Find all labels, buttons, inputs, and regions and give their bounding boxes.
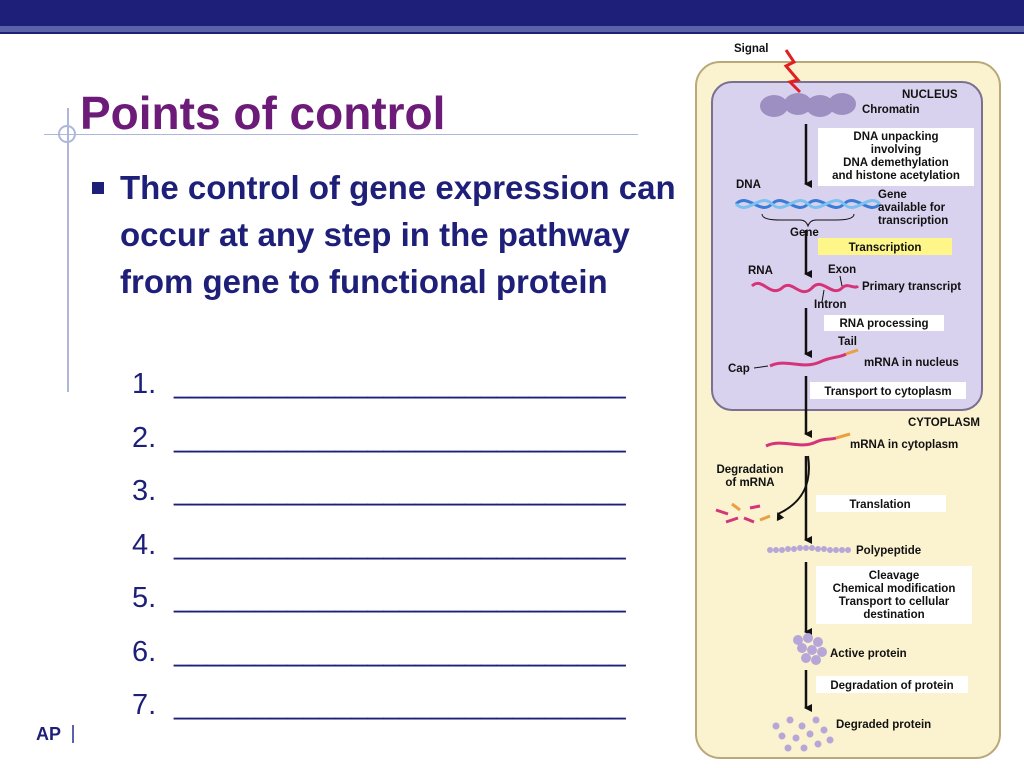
signal-label: Signal — [734, 43, 769, 55]
slide-title: Points of control — [80, 87, 446, 139]
dna-helix-icon — [734, 199, 882, 209]
transport-cytoplasm-box — [810, 382, 966, 399]
item-number: 3. — [132, 475, 157, 507]
intron-label: Intron — [814, 299, 847, 311]
degradation-mrna-line-1: Degradation — [716, 464, 783, 476]
primary-transcript-label: Primary transcript — [862, 281, 961, 293]
mrna-cytoplasm-strand — [765, 436, 837, 448]
gene-available-line-2: available for — [878, 202, 946, 214]
exon-pointer — [839, 275, 843, 287]
dna-unpacking-line-3: DNA demethylation — [843, 157, 949, 169]
translation-label: Translation — [849, 499, 910, 511]
signal-bolt-icon — [783, 49, 802, 94]
degraded-protein-label: Degraded protein — [836, 719, 931, 731]
answer-blank: ____________________________ — [174, 635, 626, 668]
footer-separator — [72, 725, 74, 743]
transport-cytoplasm-label: Transport to cytoplasm — [824, 386, 951, 398]
tail-strand — [845, 348, 859, 356]
gene-available-line-1: Gene — [878, 189, 907, 201]
item-number: 1. — [132, 368, 157, 400]
modification-line-1: Cleavage — [869, 570, 920, 582]
gene-expression-diagram: Signal NUCLEUS Chromatin DNA unpacking i… — [695, 43, 1001, 759]
answer-blank: ____________________________ — [174, 421, 626, 454]
dna-label: DNA — [736, 179, 761, 191]
polypeptide-chain-icon — [767, 545, 851, 553]
item-number: 2. — [132, 421, 157, 454]
list-item: 2. ____________________________ — [132, 420, 626, 474]
transcription-box — [818, 238, 952, 255]
translation-box — [816, 495, 946, 512]
rna-processing-label: RNA processing — [839, 318, 928, 330]
modification-line-2: Chemical modification — [833, 583, 956, 595]
mrna-nucleus-strand — [769, 352, 847, 368]
degraded-mrna-fragments-icon — [715, 502, 771, 524]
answer-blank: ____________________________ — [174, 475, 626, 507]
numbered-list: 1. ____________________________ 2. _______… — [132, 366, 626, 741]
answer-blank: ____________________________ — [174, 528, 626, 561]
list-item: 3. ____________________________ — [132, 473, 626, 527]
answer-blank: ____________________________ — [174, 368, 626, 400]
rna-label: RNA — [748, 265, 773, 277]
degraded-protein-icon — [772, 716, 834, 752]
active-protein-icon — [793, 633, 827, 665]
mrna-cytoplasm-label: mRNA in cytoplasm — [850, 439, 958, 451]
tail-label: Tail — [838, 336, 857, 348]
chromatin-icon — [760, 93, 856, 117]
transcription-label: Transcription — [849, 242, 922, 254]
cytoplasm-label: CYTOPLASM — [908, 417, 980, 429]
modification-line-3: Transport to cellular — [839, 596, 950, 608]
list-item: 6. ____________________________ — [132, 634, 626, 688]
cap-pointer — [753, 365, 769, 369]
gene-label: Gene — [790, 227, 819, 239]
rna-processing-box — [824, 315, 944, 331]
bullet-text: The control of gene expression can occur… — [120, 169, 676, 300]
item-number: 4. — [132, 528, 157, 561]
dna-unpacking-line-1: DNA unpacking — [853, 131, 938, 143]
modification-box — [816, 566, 972, 624]
arrow-mrna-degradation — [776, 455, 810, 522]
top-stripe — [0, 26, 1024, 32]
chromatin-label: Chromatin — [862, 104, 920, 116]
intron-pointer — [821, 289, 825, 303]
degradation-protein-box — [816, 676, 968, 693]
dna-unpacking-box — [818, 128, 974, 186]
answer-blank: ____________________________ — [174, 689, 626, 721]
decorative-horizontal-line — [44, 134, 638, 135]
gene-bracket — [761, 213, 855, 228]
exon-label: Exon — [828, 264, 856, 276]
gene-available-line-3: transcription — [878, 215, 948, 227]
dna-unpacking-line-2: involving — [871, 144, 921, 156]
answer-blank: ____________________________ — [174, 582, 626, 614]
mrna-nucleus-label: mRNA in nucleus — [864, 357, 959, 369]
polypeptide-label: Polypeptide — [856, 545, 921, 557]
modification-line-4: destination — [863, 609, 924, 621]
bullet-square-icon — [92, 182, 104, 194]
active-protein-label: Active protein — [830, 648, 907, 660]
decorative-circle — [58, 125, 76, 143]
list-item: 1. ____________________________ — [132, 366, 626, 420]
item-number: 5. — [132, 582, 157, 614]
decorative-vertical-line — [67, 108, 69, 392]
dna-unpacking-line-4: and histone acetylation — [832, 170, 960, 182]
primary-transcript-strand — [750, 282, 860, 294]
mrna-tail-strand — [835, 432, 851, 440]
degradation-protein-label: Degradation of protein — [830, 680, 953, 692]
list-item: 4. ____________________________ — [132, 527, 626, 581]
degradation-mrna-line-2: of mRNA — [725, 477, 774, 489]
item-number: 6. — [132, 635, 157, 668]
item-number: 7. — [132, 689, 157, 721]
list-item: 7. ____________________________ — [132, 687, 626, 741]
cap-label: Cap — [728, 363, 750, 375]
footer-ap-label: AP — [36, 724, 62, 744]
list-item: 5. ____________________________ — [132, 580, 626, 634]
nucleus-label: NUCLEUS — [902, 89, 958, 101]
